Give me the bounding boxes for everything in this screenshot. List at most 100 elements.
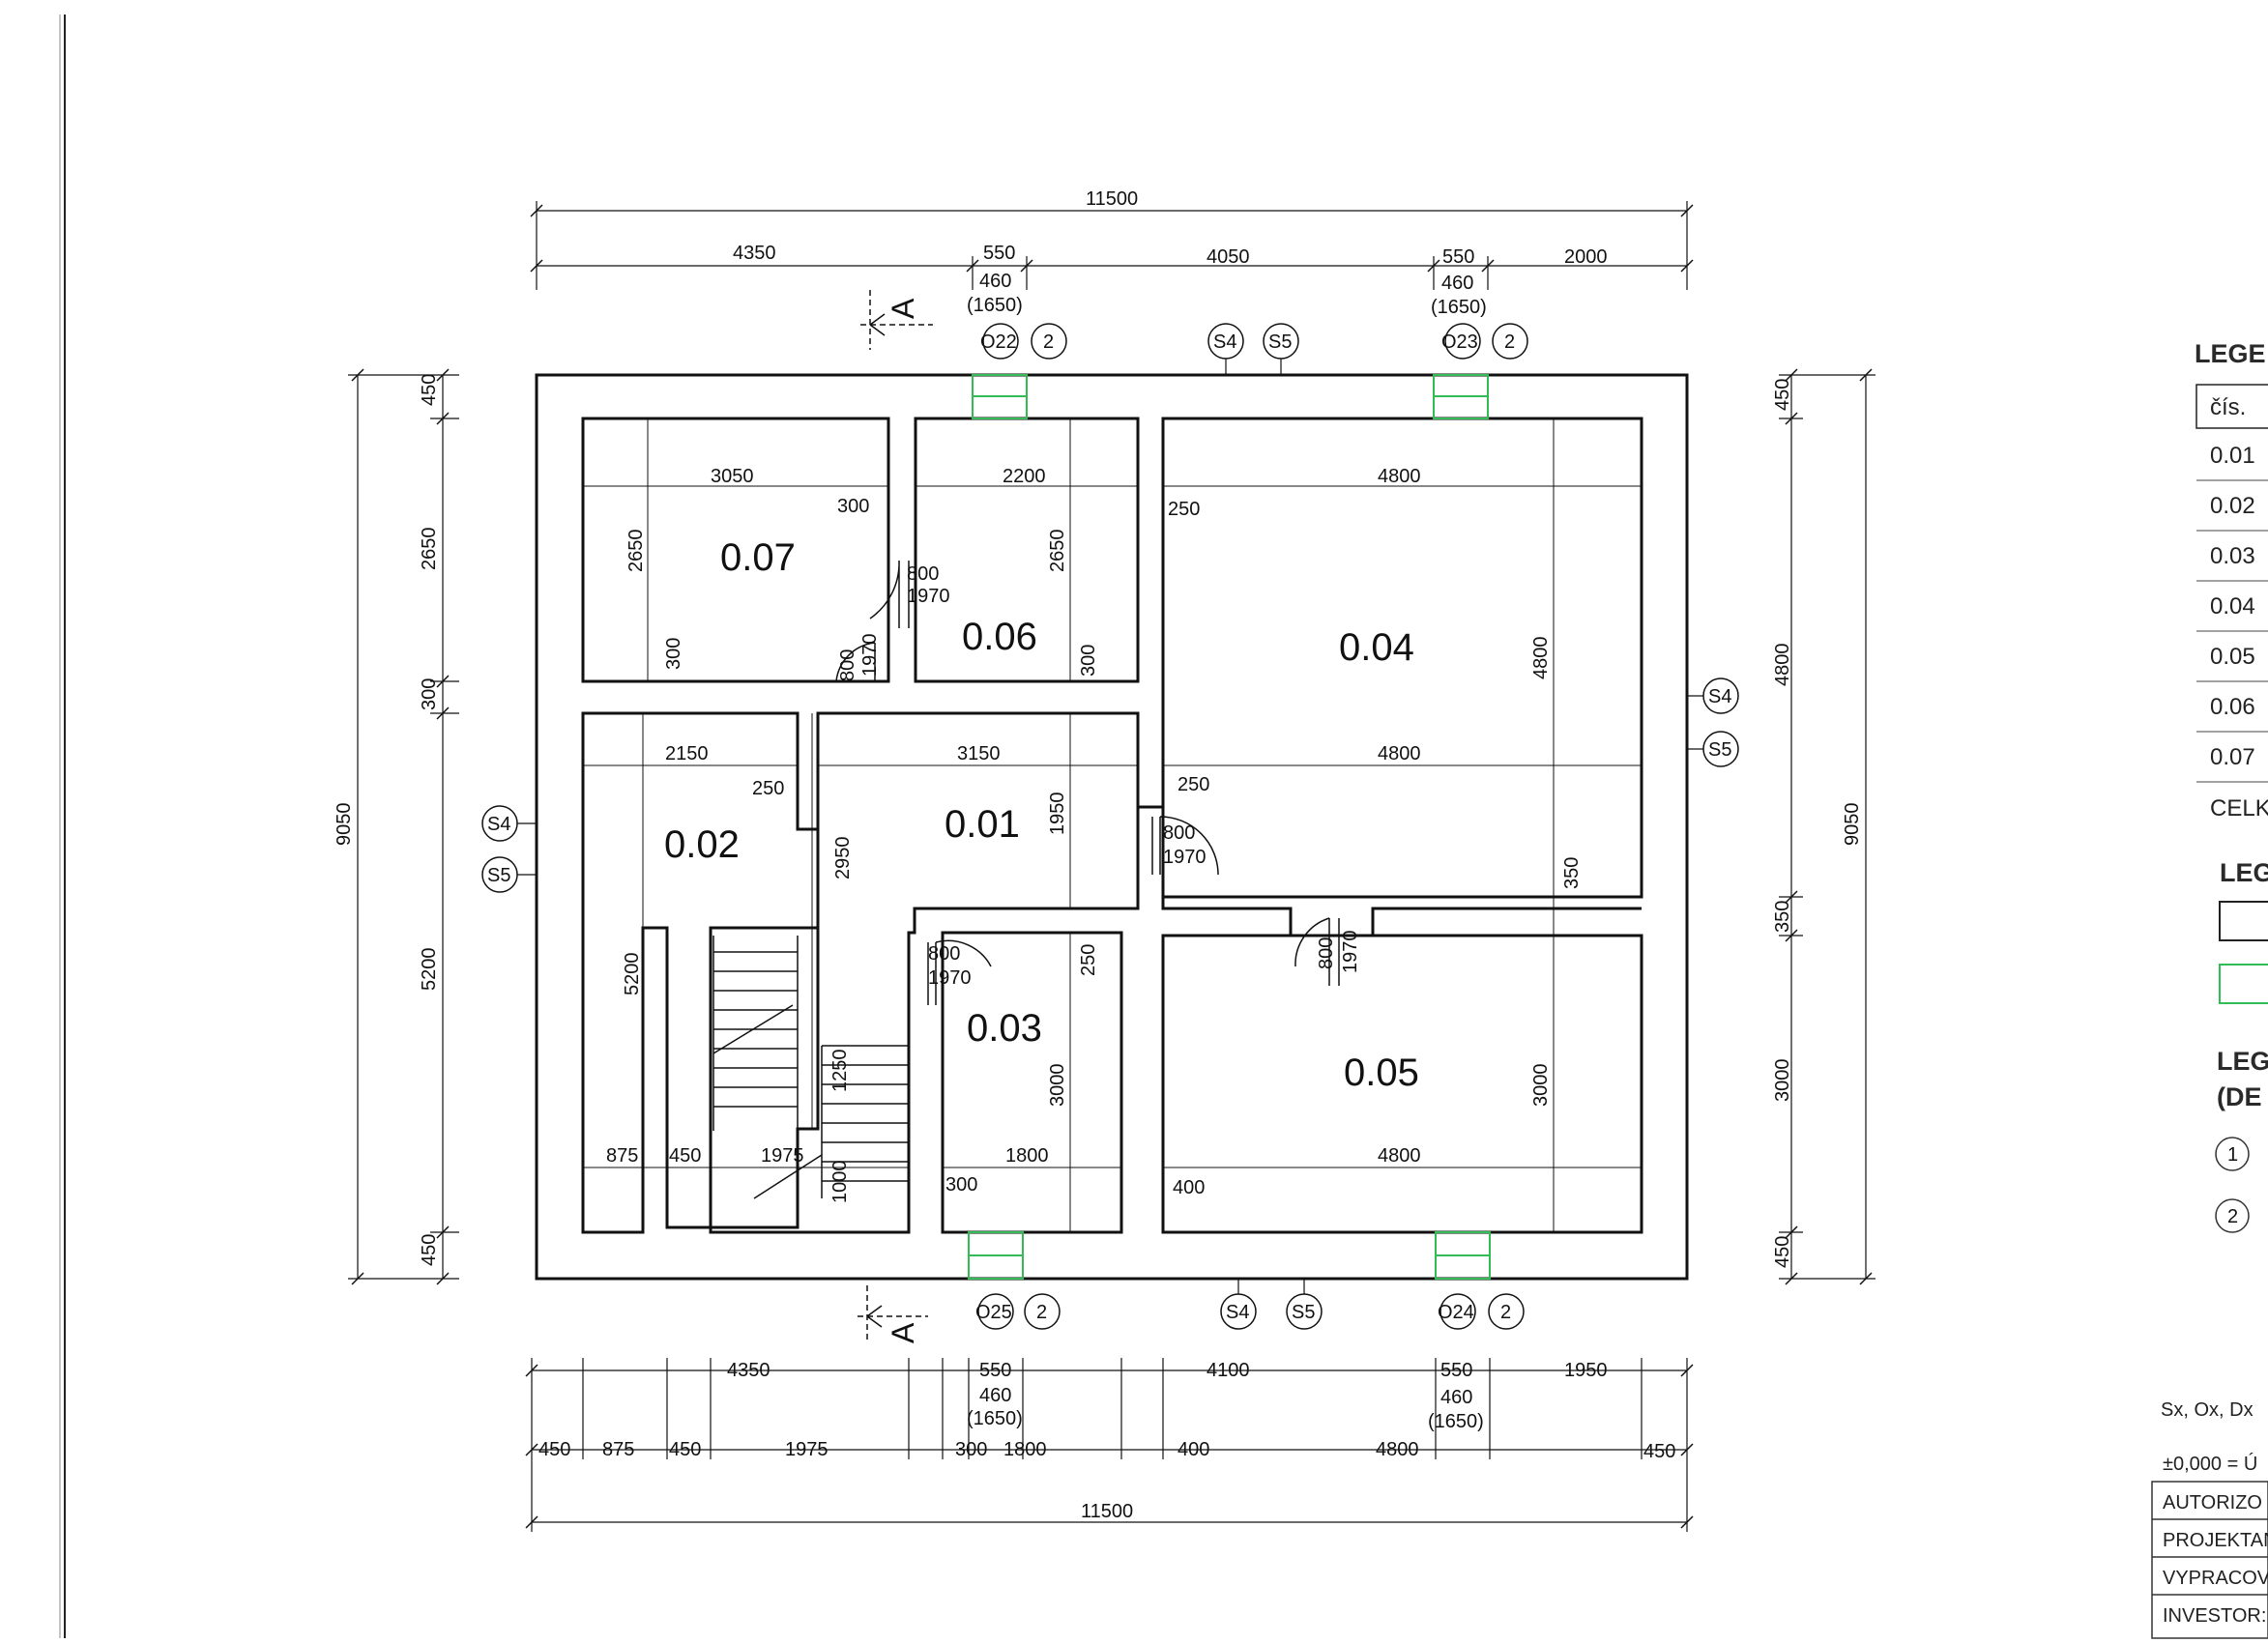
dim-d-300b: 300 bbox=[945, 1174, 977, 1196]
legend-row-0-07: 0.07 bbox=[2210, 744, 2255, 770]
dim-h-0-01: 2950 bbox=[832, 837, 854, 880]
dim-top-win-c: 460 bbox=[1441, 273, 1473, 294]
legend-header-box bbox=[2195, 384, 2268, 429]
dim-w-0-07: 3050 bbox=[711, 466, 754, 487]
room-label-0-03: 0.03 bbox=[967, 1007, 1042, 1050]
marker-o22: O22 bbox=[980, 331, 1017, 353]
dim-top-5: 2000 bbox=[1564, 246, 1608, 268]
title-block-vypracoval: VYPRACOV bbox=[2163, 1568, 2268, 1589]
dim-h-0-03b: 250 bbox=[1078, 944, 1099, 976]
marker-s4-top: S4 bbox=[1213, 331, 1236, 353]
note-line-1: Sx, Ox, Dx bbox=[2161, 1399, 2253, 1421]
section-mark-bottom bbox=[858, 1285, 928, 1343]
title-block-grid bbox=[2151, 1481, 2268, 1639]
dim-detail-3: 450 bbox=[669, 1439, 701, 1460]
dim-detail-4: 1975 bbox=[785, 1439, 829, 1460]
section-mark-top bbox=[860, 290, 933, 350]
dim-h-stair2: 1000 bbox=[829, 1161, 851, 1204]
marker-s4-right: S4 bbox=[1708, 686, 1731, 707]
dim-right-1: 450 bbox=[1772, 379, 1793, 411]
dim-right-3: 350 bbox=[1772, 901, 1793, 933]
dim-h-300b: 300 bbox=[1078, 645, 1099, 677]
legend3-item-2: 2 bbox=[2227, 1206, 2238, 1227]
marker-detail-1: 2 bbox=[1043, 331, 1054, 353]
dim-w-0-05: 4800 bbox=[1378, 1145, 1421, 1167]
door-h-4: 1970 bbox=[928, 967, 972, 989]
dim-bottom-win-a: 460 bbox=[979, 1385, 1011, 1406]
marker-s5-top: S5 bbox=[1268, 331, 1292, 353]
stairs bbox=[712, 936, 909, 1199]
legend-row-0-01: 0.01 bbox=[2210, 443, 2255, 469]
dim-top-overall: 11500 bbox=[1086, 188, 1138, 210]
room-label-0-07: 0.07 bbox=[720, 536, 796, 579]
dim-w-stair-3: 1975 bbox=[761, 1145, 804, 1167]
dim-h-0-05: 3000 bbox=[1530, 1064, 1552, 1108]
legend-row-0-03: 0.03 bbox=[2210, 543, 2255, 569]
dim-top-win-b: (1650) bbox=[967, 295, 1023, 316]
dim-right-5: 450 bbox=[1772, 1236, 1793, 1268]
dim-right-overall: 9050 bbox=[1842, 803, 1863, 847]
legend3-title-b: (DE bbox=[2217, 1082, 2262, 1111]
dim-detail-8: 4800 bbox=[1376, 1439, 1419, 1460]
section-label-bottom: A bbox=[886, 1322, 920, 1343]
dim-bottom-2: 550 bbox=[979, 1360, 1011, 1381]
title-block-projektant: PROJEKTAN bbox=[2163, 1530, 2268, 1551]
legend-title: LEGE bbox=[2195, 339, 2266, 368]
dim-w-stair-1: 875 bbox=[606, 1145, 638, 1167]
legend-row-0-06: 0.06 bbox=[2210, 694, 2255, 720]
marker-s5-right: S5 bbox=[1708, 739, 1731, 761]
dim-detail-9: 450 bbox=[1643, 1441, 1675, 1462]
section-label-top: A bbox=[886, 298, 920, 319]
hall-junction bbox=[1136, 770, 1642, 936]
room-label-0-04: 0.04 bbox=[1339, 626, 1414, 669]
marker-detail-4: 2 bbox=[1500, 1302, 1511, 1323]
dim-top-4: 550 bbox=[1442, 246, 1474, 268]
dim-bottom-1: 4350 bbox=[727, 1360, 771, 1381]
door-w-5: 800 bbox=[1316, 937, 1337, 969]
dim-h-0-03: 3000 bbox=[1047, 1064, 1068, 1108]
door-w-1: 800 bbox=[907, 563, 939, 585]
legend3-circle-2 bbox=[2215, 1198, 2250, 1233]
dim-bottom-5: 1950 bbox=[1564, 1360, 1608, 1381]
dim-left-3: 300 bbox=[419, 678, 440, 710]
legend-total: CELK bbox=[2210, 795, 2268, 822]
dim-d-250c: 250 bbox=[1178, 774, 1209, 795]
dim-top-win-d: (1650) bbox=[1431, 297, 1487, 318]
title-block-autorizo: AUTORIZO bbox=[2163, 1492, 2262, 1513]
legend2-swatch-black bbox=[2219, 901, 2268, 941]
dim-bottom-win-b: (1650) bbox=[967, 1408, 1023, 1429]
legend3-item-1: 1 bbox=[2227, 1144, 2238, 1166]
dim-w-stair-2: 450 bbox=[669, 1145, 701, 1167]
dim-detail-5: 300 bbox=[955, 1439, 987, 1460]
room-label-0-05: 0.05 bbox=[1344, 1052, 1419, 1094]
dim-w-0-02: 2150 bbox=[665, 743, 709, 764]
dim-top-3: 4050 bbox=[1207, 246, 1250, 268]
dim-w-0-04b: 4800 bbox=[1378, 743, 1421, 764]
door-h-5: 1970 bbox=[1340, 931, 1361, 974]
marker-s4-left: S4 bbox=[487, 814, 510, 835]
dim-top-win-a: 460 bbox=[979, 271, 1011, 292]
room-0-04-outline bbox=[1161, 417, 1643, 899]
marker-leaders bbox=[517, 359, 1703, 1294]
legend-row-0-02: 0.02 bbox=[2210, 493, 2255, 519]
dim-bottom-win-c: 460 bbox=[1440, 1387, 1472, 1408]
marker-s5-left: S5 bbox=[487, 865, 510, 886]
windows bbox=[968, 374, 1491, 1280]
dim-h-0-07: 2650 bbox=[625, 530, 647, 573]
dim-left-4: 5200 bbox=[419, 948, 440, 992]
dim-d-300: 300 bbox=[837, 496, 869, 517]
legend3-title-a: LEG bbox=[2217, 1047, 2268, 1076]
room-0-07-outline bbox=[581, 417, 890, 683]
legend-row-0-04: 0.04 bbox=[2210, 593, 2255, 620]
dim-h-0-06: 2650 bbox=[1047, 530, 1068, 573]
doors bbox=[835, 560, 1340, 1005]
dimension-lines bbox=[583, 418, 1642, 1232]
dim-detail-6: 1800 bbox=[1003, 1439, 1047, 1460]
dim-bottom-win-d: (1650) bbox=[1428, 1411, 1484, 1432]
room-label-0-02: 0.02 bbox=[664, 823, 740, 866]
dim-h-0-01b: 1950 bbox=[1047, 793, 1068, 836]
dim-d-400: 400 bbox=[1173, 1177, 1205, 1198]
door-h-3: 1970 bbox=[1163, 847, 1207, 868]
door-w-4: 800 bbox=[928, 943, 960, 965]
